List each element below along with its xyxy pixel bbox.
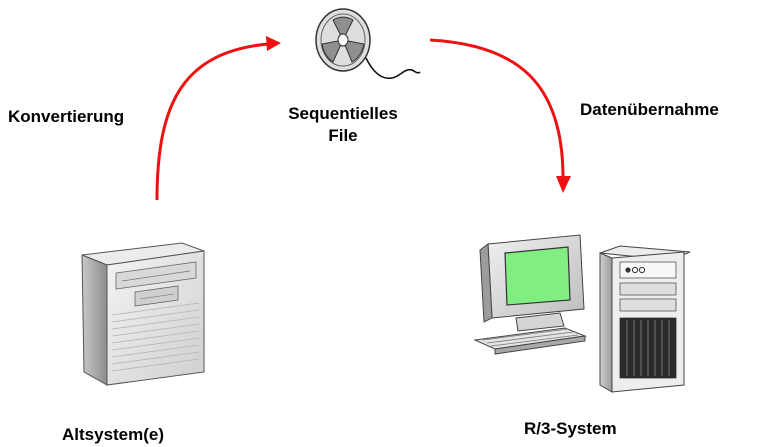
conversion-arrow <box>155 36 281 201</box>
sequential-file-label-line2: File <box>328 126 358 145</box>
conversion-label: Konvertierung <box>8 107 125 126</box>
sequential-file-label-line1: Sequentielles <box>288 104 398 123</box>
workstation-icon <box>473 234 691 393</box>
tape-reel-icon <box>315 8 421 80</box>
legacy-server-icon <box>81 242 205 386</box>
data-transfer-arrow <box>429 38 571 193</box>
legacy-system-label: Altsystem(e) <box>62 425 165 444</box>
sequential-file-label: Sequentielles File <box>268 103 418 147</box>
r3-system-label: R/3-System <box>524 419 617 438</box>
data-transfer-label: Datenübernahme <box>580 100 719 119</box>
